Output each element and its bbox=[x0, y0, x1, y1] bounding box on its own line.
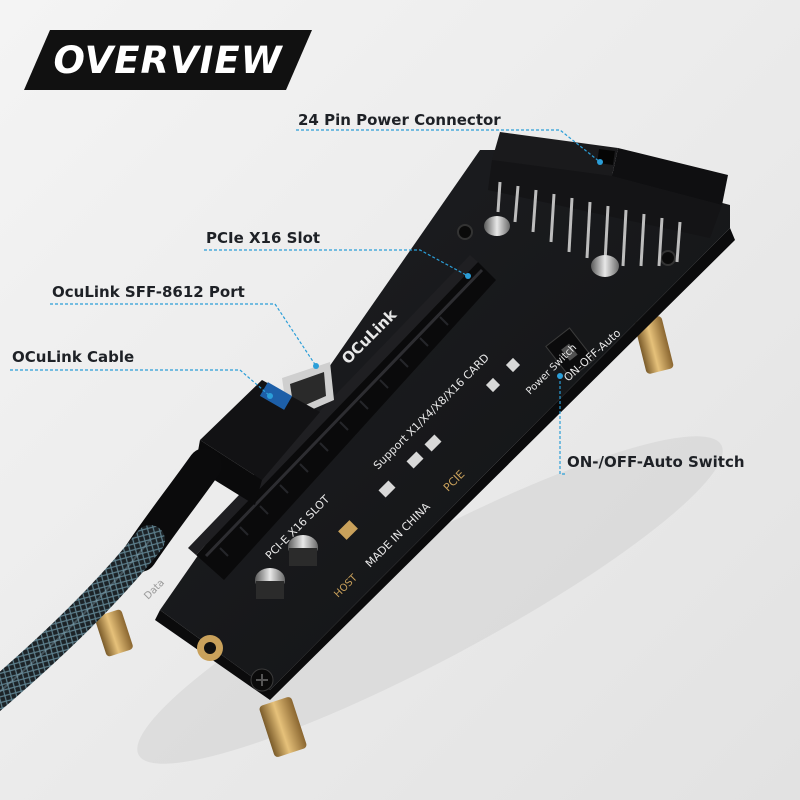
callout-line-switch bbox=[559, 376, 565, 475]
standoff-front-left bbox=[259, 697, 307, 757]
solder-pads bbox=[338, 357, 521, 540]
screw-cross bbox=[256, 674, 268, 686]
capacitors bbox=[255, 216, 619, 599]
callout-dot-cable bbox=[267, 393, 273, 399]
slot-opening bbox=[204, 268, 484, 558]
callout-dot-switch bbox=[557, 373, 563, 379]
capacitor-3-body bbox=[289, 548, 317, 566]
banner-title: OVERVIEW bbox=[53, 38, 283, 82]
oculink-cable bbox=[0, 380, 320, 712]
cable-plug bbox=[200, 380, 320, 480]
label-power-connector: 24 Pin Power Connector bbox=[298, 111, 501, 129]
mount-hole-front-inner bbox=[204, 642, 216, 654]
banner-shape bbox=[24, 30, 312, 90]
callout-line-power bbox=[296, 129, 601, 163]
cable-braid bbox=[0, 525, 165, 712]
standoff-front-right bbox=[634, 316, 674, 374]
brass-standoffs bbox=[95, 316, 674, 757]
atx-24pin-connector bbox=[488, 132, 728, 267]
slot-body bbox=[196, 262, 496, 580]
power-switch-knob bbox=[561, 343, 578, 361]
capacitor-2 bbox=[591, 255, 619, 277]
callout-dot-pcie bbox=[465, 273, 471, 279]
connector-body-front bbox=[612, 148, 728, 205]
slot-ridges bbox=[219, 316, 449, 557]
overview-banner: OVERVIEW bbox=[24, 30, 312, 90]
connector-pins bbox=[496, 181, 682, 267]
mount-hole-right bbox=[660, 250, 676, 266]
callout-line-pcie bbox=[204, 249, 469, 277]
label-switch: ON-/OFF-Auto Switch bbox=[567, 453, 745, 471]
callout-line-cable bbox=[10, 369, 271, 397]
callout-dot-power bbox=[597, 159, 603, 165]
standoff-back-left bbox=[95, 609, 133, 657]
label-oculink-cable: OCuLink Cable bbox=[12, 348, 135, 366]
capacitor-1 bbox=[484, 216, 510, 236]
connector-body-side bbox=[488, 160, 722, 238]
callout-dot-oculink bbox=[313, 363, 319, 369]
callout-line-oculink bbox=[50, 303, 317, 367]
label-oculink-port: OcuLink SFF-8612 Port bbox=[52, 283, 245, 301]
connector-body-top bbox=[492, 132, 618, 176]
cable-plug-tab bbox=[259, 382, 293, 410]
callout-lines bbox=[10, 129, 601, 475]
mount-hole-back bbox=[457, 224, 473, 240]
capacitor-4-body bbox=[256, 581, 284, 599]
label-pcie-slot: PCIe X16 Slot bbox=[206, 229, 321, 247]
cable-sheen bbox=[0, 539, 151, 693]
